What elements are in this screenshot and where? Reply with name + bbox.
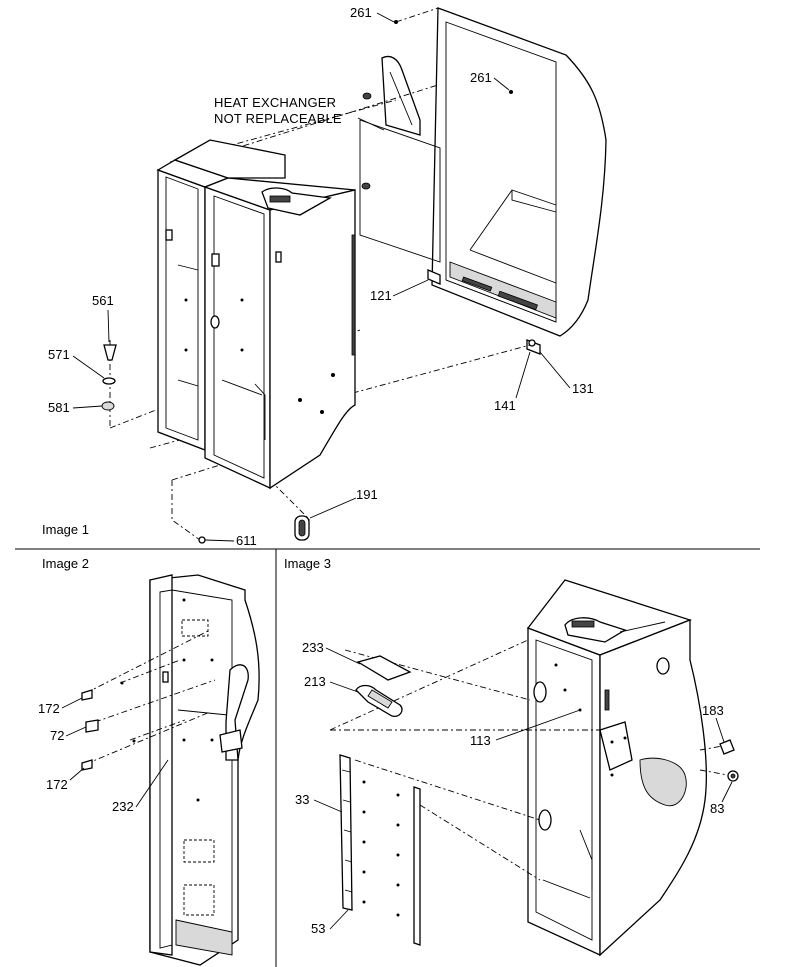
image1-group: HEAT EXCHANGER NOT REPLACEABLE 261 261 1… bbox=[42, 5, 607, 548]
image3-group: Image 3 bbox=[284, 556, 739, 957]
rear-panel-assembly bbox=[427, 7, 607, 355]
callout-191: 191 bbox=[356, 487, 378, 502]
note-line1: HEAT EXCHANGER bbox=[214, 95, 336, 110]
callout-261-panel: 261 bbox=[470, 70, 492, 85]
callout-121: 121 bbox=[370, 288, 392, 303]
callout-561: 561 bbox=[92, 293, 114, 308]
image2-group: Image 2 bbox=[38, 556, 260, 966]
screws-172-72 bbox=[81, 681, 136, 771]
hinge-parts bbox=[101, 340, 117, 411]
heat-exchanger bbox=[359, 55, 441, 263]
section-label-image1: Image 1 bbox=[42, 522, 89, 537]
section-label-image3: Image 3 bbox=[284, 556, 331, 571]
callout-611: 611 bbox=[236, 533, 257, 548]
callout-172-upper: 172 bbox=[38, 701, 60, 716]
callout-232: 232 bbox=[112, 799, 134, 814]
callout-581: 581 bbox=[48, 400, 70, 415]
callout-261-top: 261 bbox=[350, 5, 372, 20]
light-shield-233 bbox=[356, 655, 412, 681]
freezer-liner bbox=[149, 574, 260, 966]
cabinet-liner-assembly bbox=[156, 139, 356, 490]
callout-72: 72 bbox=[50, 728, 64, 743]
callout-183: 183 bbox=[702, 703, 724, 718]
callout-53: 53 bbox=[311, 921, 325, 936]
callout-571: 571 bbox=[48, 347, 70, 362]
callout-141: 141 bbox=[494, 398, 516, 413]
shelf-rails bbox=[339, 754, 421, 946]
cover-191 bbox=[294, 515, 310, 541]
section-label-image2: Image 2 bbox=[42, 556, 89, 571]
callout-172-lower: 172 bbox=[46, 777, 68, 792]
light-bulb-213 bbox=[355, 684, 403, 717]
callout-233: 233 bbox=[302, 640, 324, 655]
callout-213: 213 bbox=[304, 674, 326, 689]
callout-131: 131 bbox=[572, 381, 594, 396]
callout-83: 83 bbox=[710, 801, 724, 816]
fresh-food-liner bbox=[526, 579, 707, 957]
callout-33: 33 bbox=[295, 792, 309, 807]
note-line2: NOT REPLACEABLE bbox=[214, 111, 342, 126]
callout-113: 113 bbox=[470, 733, 491, 748]
caps-183-83 bbox=[719, 739, 739, 782]
